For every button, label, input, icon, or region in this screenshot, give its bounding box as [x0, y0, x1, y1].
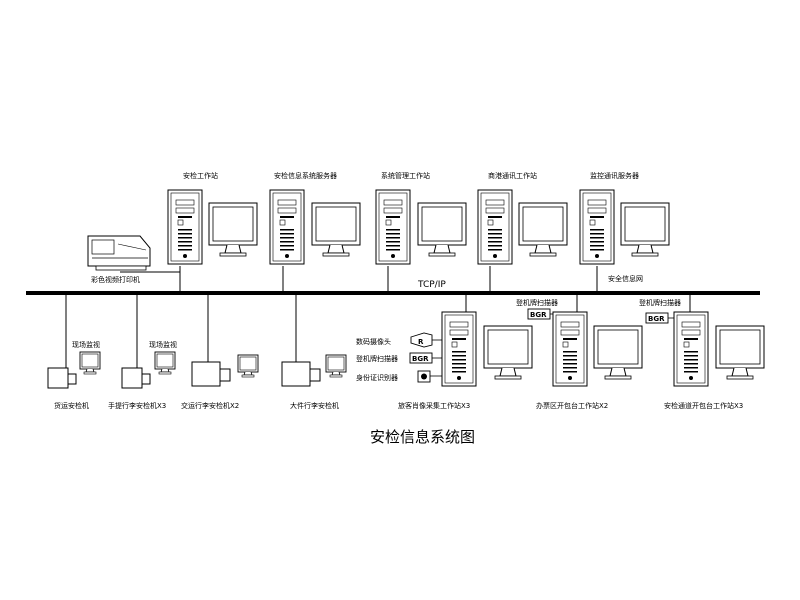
machine-label: 大件行李安检机	[290, 401, 339, 410]
scanner-text: BGR	[648, 315, 665, 323]
peripheral-label: 数码摄像头	[356, 337, 391, 346]
office-station: 登机牌扫描器 BGR 办票区开包台工作站X2	[516, 298, 643, 410]
tower-pc-icon	[375, 189, 411, 265]
bottom-connectors	[65, 295, 691, 368]
small-monitor-icon	[79, 351, 101, 375]
tower-pc-icon	[269, 189, 305, 265]
boarding-scanner-icon: BGR	[645, 312, 674, 324]
node-label: 安检信息系统服务器	[274, 171, 337, 180]
tower-pc-icon	[579, 189, 615, 265]
station-label: 安检通道开包台工作站X3	[664, 401, 743, 410]
security-net-label: 安全信息网	[608, 274, 643, 283]
tower-pc-icon	[167, 189, 203, 265]
peripheral-label: 登机牌扫描器	[356, 354, 398, 363]
monitor-icon	[208, 202, 258, 257]
small-monitor-icon	[237, 354, 259, 378]
xray-machine-icon	[121, 367, 151, 389]
node-label: 监控通讯服务器	[590, 171, 639, 180]
node-monitor-server: 监控通讯服务器 安全信息网	[579, 171, 670, 283]
scanner-label: 登机牌扫描器	[639, 298, 681, 307]
station-label: 办票区开包台工作站X2	[536, 401, 608, 410]
xray-machine-icon	[191, 361, 231, 387]
monitor-icon	[593, 325, 643, 380]
camera-icon: R	[410, 332, 442, 348]
scanner-label: 登机牌扫描器	[516, 298, 558, 307]
printer-label: 彩色视频打印机	[91, 275, 140, 284]
node-system-mgmt: 系统管理工作站	[375, 171, 467, 265]
tower-pc-icon	[552, 311, 588, 387]
small-monitor-icon	[154, 351, 176, 375]
monitor-icon	[620, 202, 670, 257]
scanner-text: BGR	[412, 355, 429, 363]
machine-label: 交运行李安检机X2	[181, 401, 239, 410]
oversize-xray: 大件行李安检机	[281, 354, 347, 410]
network-bus	[26, 291, 760, 295]
machine-label: 货运安检机	[54, 401, 89, 410]
tower-pc-icon	[441, 311, 477, 387]
camera-text: R	[418, 338, 424, 346]
xray-machine-icon	[281, 361, 321, 387]
handbag-xray: 现场监视 手提行李安检机X3	[108, 340, 177, 410]
id-reader-icon	[417, 370, 442, 383]
small-monitor-icon	[325, 354, 347, 378]
monitor-icon	[715, 325, 765, 380]
node-label: 系统管理工作站	[381, 171, 430, 180]
node-label: 安检工作站	[183, 171, 218, 180]
video-printer: 彩色视频打印机	[87, 235, 151, 284]
monitor-icon	[417, 202, 467, 257]
boarding-scanner-icon: BGR	[409, 352, 442, 364]
boarding-scanner-icon: BGR	[527, 308, 553, 320]
tower-pc-icon	[673, 311, 709, 387]
xray-machine-icon	[47, 367, 77, 389]
monitor-icon	[483, 325, 533, 380]
diagram-title: 安检信息系统图	[370, 428, 475, 446]
monitor-caption: 现场监视	[149, 340, 177, 349]
machine-label: 手提行李安检机X3	[108, 401, 166, 410]
node-port-comm: 商港通讯工作站	[477, 171, 568, 265]
scanner-text: BGR	[530, 311, 547, 319]
monitor-caption: 现场监视	[72, 340, 100, 349]
bus-label: TCP/IP	[417, 280, 446, 290]
checked-xray: 交运行李安检机X2	[181, 354, 259, 410]
node-info-server: 安检信息系统服务器	[269, 171, 361, 265]
monitor-icon	[518, 202, 568, 257]
station-label: 旅客肖像采集工作站X3	[398, 401, 470, 410]
node-security-workstation: 安检工作站	[167, 171, 258, 265]
monitor-icon	[311, 202, 361, 257]
tower-pc-icon	[477, 189, 513, 265]
cargo-xray: 现场监视 货运安检机	[47, 340, 101, 410]
peripheral-label: 身份证识别器	[356, 373, 398, 382]
gate-station: 登机牌扫描器 BGR 安检通道开包台工作站X3	[639, 298, 765, 410]
node-label: 商港通讯工作站	[488, 171, 537, 180]
passenger-station: 数码摄像头 登机牌扫描器 身份证识别器 R BGR 旅客肖像采集工作站X3	[356, 311, 533, 410]
top-connectors	[120, 266, 598, 291]
